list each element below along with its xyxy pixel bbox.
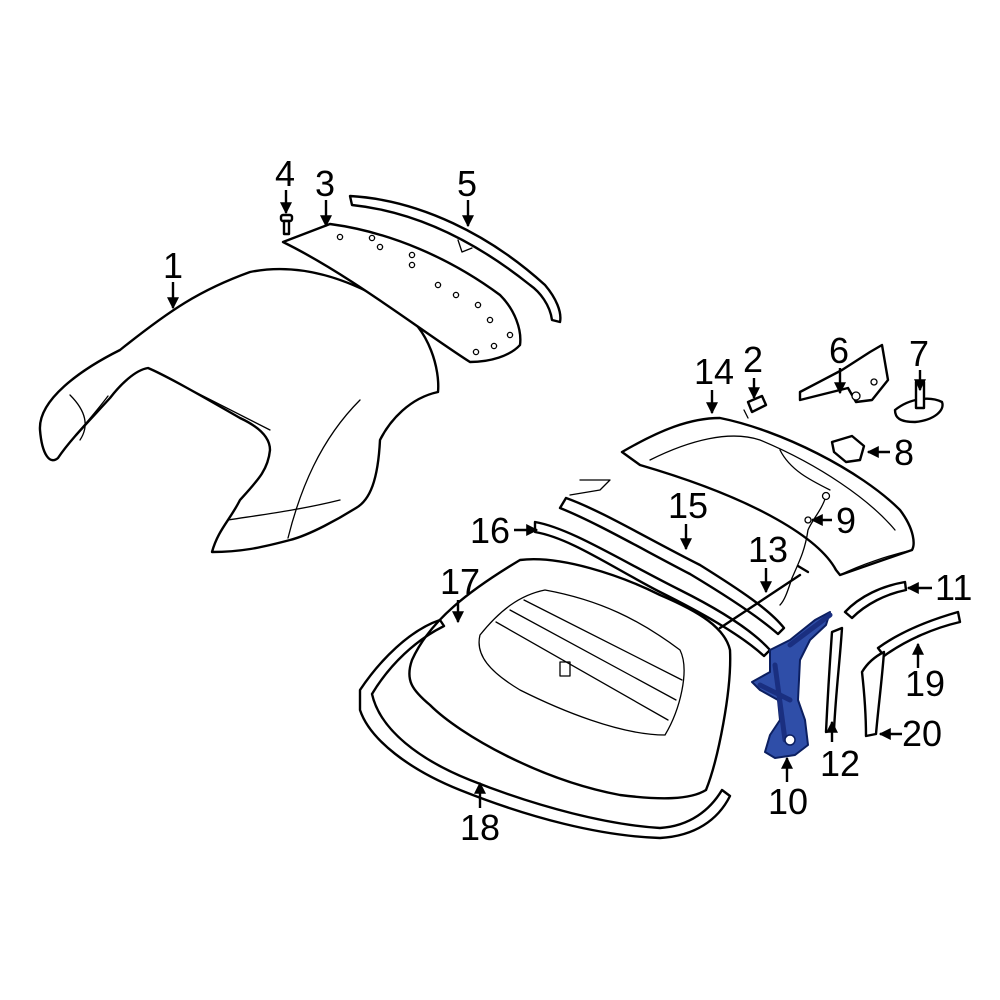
callout-3: 3	[315, 163, 335, 204]
part-10-linkage-highlighted	[751, 611, 833, 759]
part-18-perimeter-seal	[358, 618, 732, 840]
callout-18: 18	[460, 807, 500, 848]
callout-16: 16	[470, 510, 510, 551]
callout-5: 5	[457, 163, 477, 204]
callout-12: 12	[820, 743, 860, 784]
callout-20: 20	[902, 713, 942, 754]
callout-14: 14	[694, 351, 734, 392]
callout-13: 13	[748, 529, 788, 570]
part-15-cross-bow	[558, 496, 786, 636]
part-13-rod	[718, 564, 810, 630]
part-19-trim-strip	[876, 610, 962, 658]
leader-lines	[167, 190, 932, 808]
callout-4: 4	[275, 153, 295, 194]
callout-labels: 1 2 3 4 5 6 7 8 9 10 11 12 13 14 15 16 1…	[163, 153, 972, 848]
callout-10: 10	[768, 781, 808, 822]
callout-11: 11	[935, 567, 972, 608]
part-20-vertical-trim	[860, 650, 886, 738]
callout-6: 6	[829, 330, 849, 371]
part-1-top-cover	[38, 267, 440, 554]
callout-9: 9	[836, 500, 856, 541]
callout-1: 1	[163, 245, 183, 286]
callout-17: 17	[440, 561, 480, 602]
part-6-bracket	[798, 343, 890, 404]
part-11-curved-trim	[843, 580, 908, 620]
part-14-rear-bow	[620, 416, 915, 577]
part-3-roof-panel	[281, 222, 522, 364]
part-16-weatherstrip	[533, 479, 772, 658]
part-7-stud	[893, 380, 944, 424]
part-8-clip	[830, 434, 866, 464]
callout-15: 15	[668, 485, 708, 526]
part-5-front-rail	[348, 194, 562, 324]
part-17-rear-window	[408, 558, 732, 800]
part-2-pin	[743, 394, 768, 419]
callout-2: 2	[743, 339, 763, 380]
callout-7: 7	[909, 333, 929, 374]
part-4-bolt	[279, 213, 294, 236]
part-12-side-strip	[824, 626, 844, 734]
callout-8: 8	[894, 432, 914, 473]
callout-19: 19	[905, 663, 945, 704]
